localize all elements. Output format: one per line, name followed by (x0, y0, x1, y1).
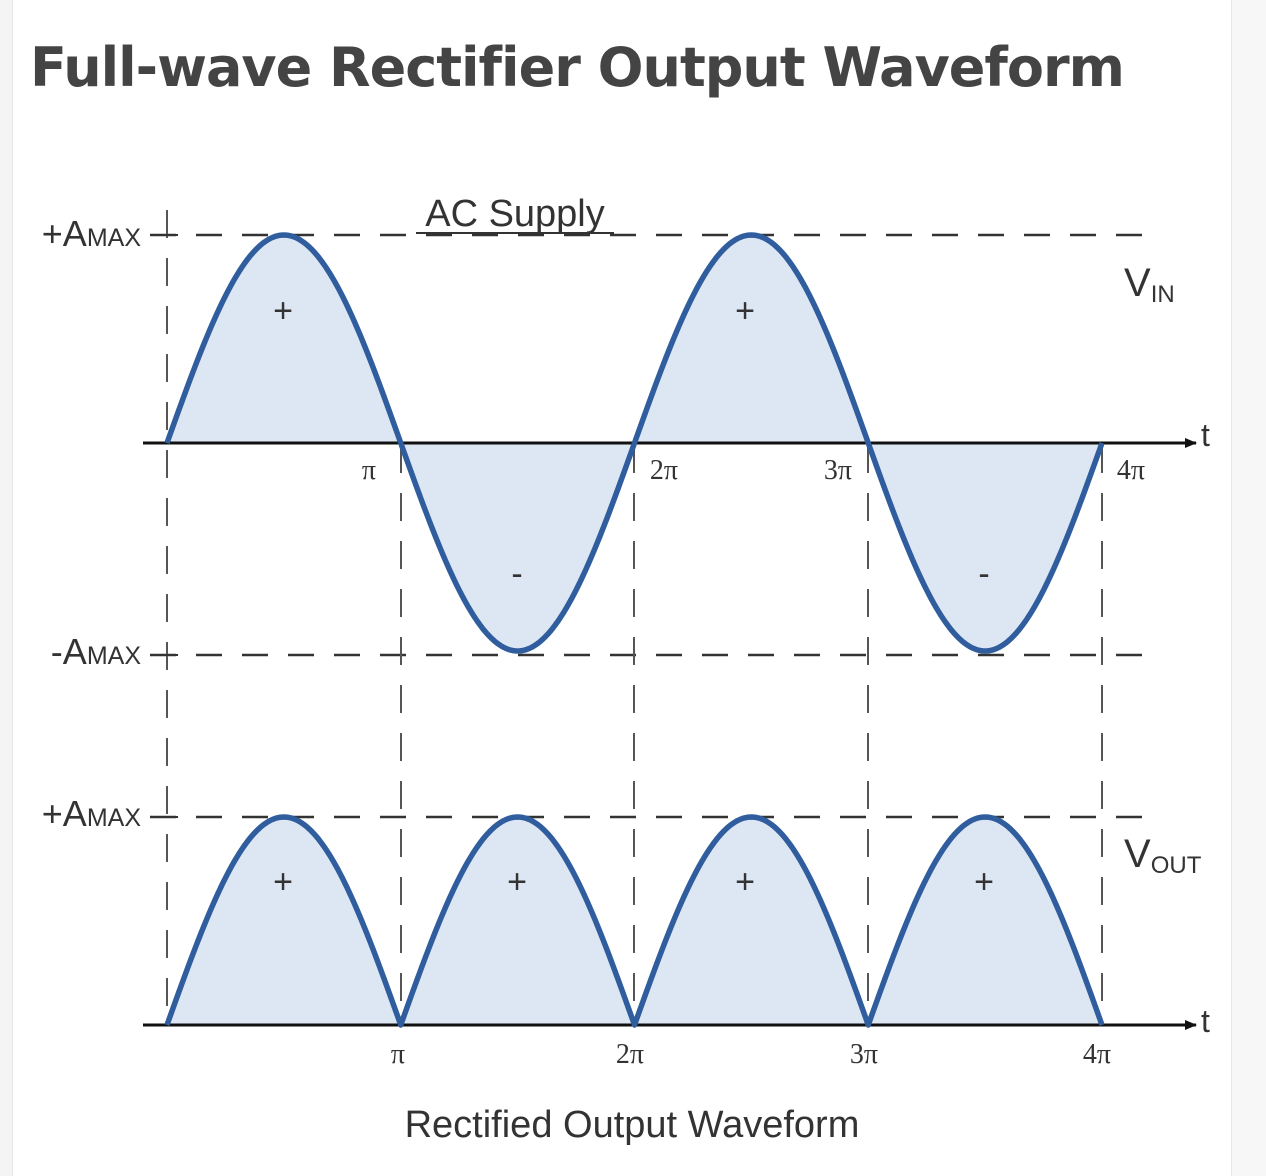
ac-supply-heading: AC Supply (425, 193, 605, 235)
rectified-output-heading: Rectified Output Waveform (405, 1104, 860, 1146)
bottom-tick-pi: π (391, 1039, 405, 1070)
scroll-rail (1232, 0, 1266, 1176)
time-label-top: t (1201, 417, 1210, 453)
bottom-tick-3pi: 3π (850, 1039, 878, 1070)
top-tick-3pi: 3π (824, 455, 852, 486)
bottom-half-sign-4: + (974, 863, 994, 901)
page-title: Full-wave Rectifier Output Waveform (30, 36, 1125, 99)
top-tick-4pi: 4π (1117, 455, 1145, 486)
bottom-half-sign-2: + (507, 863, 527, 901)
top-half-sign-2: - (511, 555, 522, 593)
bottom-half-sign-3: + (735, 863, 755, 901)
vout-wave-fill (167, 817, 1102, 1025)
top-half-sign-4: - (978, 555, 989, 593)
bottom-tick-2pi: 2π (616, 1039, 644, 1070)
bottom-half-sign-1: + (273, 863, 293, 901)
top-tick-pi: π (362, 455, 376, 486)
amax-pos-top-label: +AMAX (42, 213, 142, 254)
time-label-bottom: t (1201, 1003, 1210, 1039)
vout-label: VOUT (1124, 832, 1202, 879)
vin-label: VIN (1124, 261, 1175, 308)
amax-neg-label: -AMAX (51, 631, 142, 672)
top-tick-2pi: 2π (650, 455, 678, 486)
vin-sine-wave (164, 232, 1105, 654)
bottom-tick-4pi: 4π (1083, 1039, 1111, 1070)
vout-rectified-wave (164, 814, 1105, 1028)
top-half-sign-3: + (735, 292, 755, 330)
top-half-sign-1: + (273, 292, 293, 330)
amax-pos-bottom-label: +AMAX (42, 793, 142, 834)
